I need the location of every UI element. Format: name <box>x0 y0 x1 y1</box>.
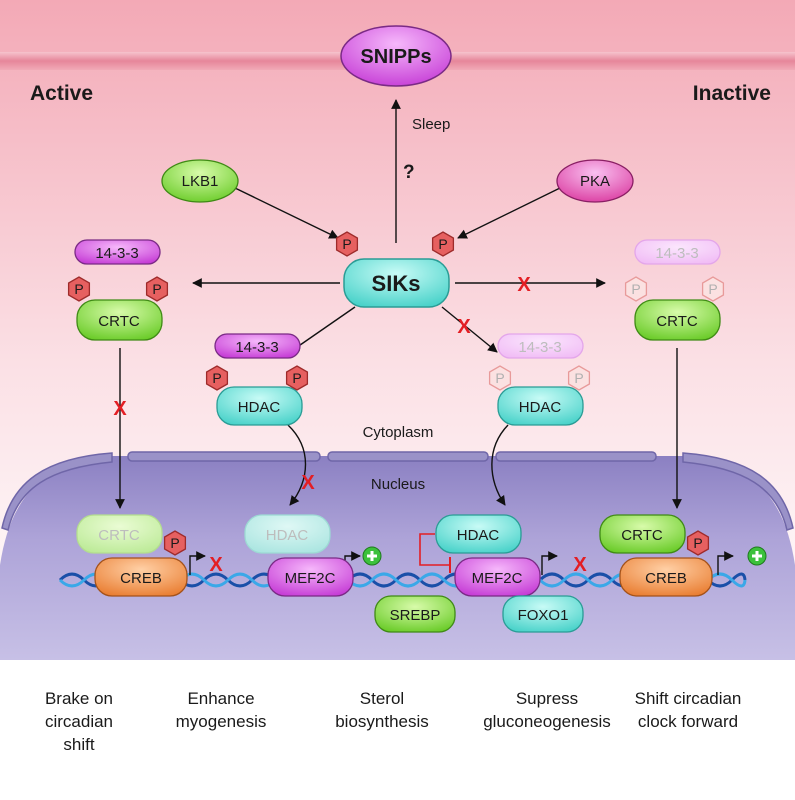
crtc-left: CRTC <box>76 299 163 341</box>
cytoplasm-label: Cytoplasm <box>363 424 434 441</box>
hdac-nucleus: HDAC <box>435 514 522 554</box>
phospho-hexagon: P <box>67 276 91 302</box>
svg-text:FOXO1: FOXO1 <box>518 607 569 624</box>
phospho-groups: P P P P P P P P P P P P <box>67 231 725 556</box>
block-x-mark: X <box>113 398 127 420</box>
svg-text:HDAC: HDAC <box>266 527 309 544</box>
phospho-hexagon: P <box>335 231 359 257</box>
inactive-label: Inactive <box>693 82 771 105</box>
active-label: Active <box>30 82 93 105</box>
block-marks: X X X X X X <box>113 274 587 576</box>
phospho-label: P <box>574 370 583 386</box>
pka-node: PKA <box>556 159 634 203</box>
crtc-right: CRTC <box>634 299 721 341</box>
phospho-hexagon: P <box>431 231 455 257</box>
siks-label: SIKs <box>372 271 421 296</box>
svg-text:HDAC: HDAC <box>457 527 500 544</box>
plus-icon <box>362 546 382 566</box>
phospho-hexagon: P <box>163 530 187 556</box>
siks-node: SIKs <box>343 258 450 308</box>
block-x-mark: X <box>209 554 223 576</box>
foxo1-node: FOXO1 <box>502 595 584 633</box>
mef2c-left: MEF2C <box>267 557 354 597</box>
phospho-hexagon: P <box>567 365 591 391</box>
svg-text:HDAC: HDAC <box>238 399 281 416</box>
svg-text:MEF2C: MEF2C <box>472 570 523 587</box>
crtc-nucleus-faded: CRTC <box>76 514 163 554</box>
complex-14-3-3-faded-middle: 14-3-3 <box>497 333 584 359</box>
crtc-nucleus: CRTC <box>599 514 686 554</box>
lkb1-label: LKB1 <box>182 173 219 190</box>
activation-marks <box>362 546 767 566</box>
pka-label: PKA <box>580 173 610 190</box>
snipps-node: SNIPPs <box>340 25 452 87</box>
svg-text:CRTC: CRTC <box>98 527 140 544</box>
phospho-label: P <box>693 535 702 551</box>
phospho-label: P <box>631 281 640 297</box>
phospho-label: P <box>74 281 83 297</box>
svg-text:14-3-3: 14-3-3 <box>655 245 698 262</box>
svg-text:14-3-3: 14-3-3 <box>518 339 561 356</box>
phospho-hexagon: P <box>701 276 725 302</box>
phospho-label: P <box>342 236 351 252</box>
phospho-hexagon: P <box>205 365 229 391</box>
svg-text:MEF2C: MEF2C <box>285 570 336 587</box>
arrows <box>115 99 734 575</box>
outcome-region <box>0 660 795 800</box>
nucleus <box>0 456 795 660</box>
phospho-label: P <box>152 281 161 297</box>
phospho-label: P <box>708 281 717 297</box>
svg-text:SREBP: SREBP <box>390 607 441 624</box>
creb-right: CREB <box>619 557 713 597</box>
lkb1-node: LKB1 <box>161 159 239 203</box>
phospho-hexagon: P <box>285 365 309 391</box>
svg-text:CREB: CREB <box>645 570 687 587</box>
nucleus-label: Nucleus <box>371 476 425 493</box>
block-x-mark: X <box>457 316 471 338</box>
block-x-mark: X <box>573 554 587 576</box>
question-mark: ? <box>403 162 415 183</box>
mef2c-right: MEF2C <box>454 557 541 597</box>
hdac-cyto-right: HDAC <box>497 386 584 426</box>
srebp-node: SREBP <box>374 595 456 633</box>
nuclear-envelope <box>1 451 794 531</box>
svg-text:CRTC: CRTC <box>621 527 663 544</box>
complex-14-3-3-left: 14-3-3 <box>74 239 161 265</box>
phospho-hexagon: P <box>488 365 512 391</box>
plus-icon <box>747 546 767 566</box>
svg-text:CREB: CREB <box>120 570 162 587</box>
phospho-label: P <box>212 370 221 386</box>
phospho-hexagon: P <box>686 530 710 556</box>
phospho-label: P <box>170 535 179 551</box>
phospho-hexagon: P <box>145 276 169 302</box>
block-x-mark: X <box>301 472 315 494</box>
phospho-label: P <box>438 236 447 252</box>
svg-text:14-3-3: 14-3-3 <box>95 245 138 262</box>
block-x-mark: X <box>517 274 531 296</box>
svg-text:CRTC: CRTC <box>656 313 698 330</box>
creb-left: CREB <box>94 557 188 597</box>
snipps-label: SNIPPs <box>360 46 431 68</box>
inhibition-line <box>419 533 450 566</box>
hdac-cyto-left: HDAC <box>216 386 303 426</box>
svg-text:14-3-3: 14-3-3 <box>235 339 278 356</box>
svg-text:CRTC: CRTC <box>98 313 140 330</box>
phospho-label: P <box>495 370 504 386</box>
phospho-hexagon: P <box>624 276 648 302</box>
svg-text:HDAC: HDAC <box>519 399 562 416</box>
phospho-label: P <box>292 370 301 386</box>
sleep-label: Sleep <box>412 116 450 133</box>
hdac-nucleus-faded: HDAC <box>244 514 331 554</box>
complex-14-3-3-faded-right: 14-3-3 <box>634 239 721 265</box>
complex-14-3-3-middle: 14-3-3 <box>214 333 301 359</box>
